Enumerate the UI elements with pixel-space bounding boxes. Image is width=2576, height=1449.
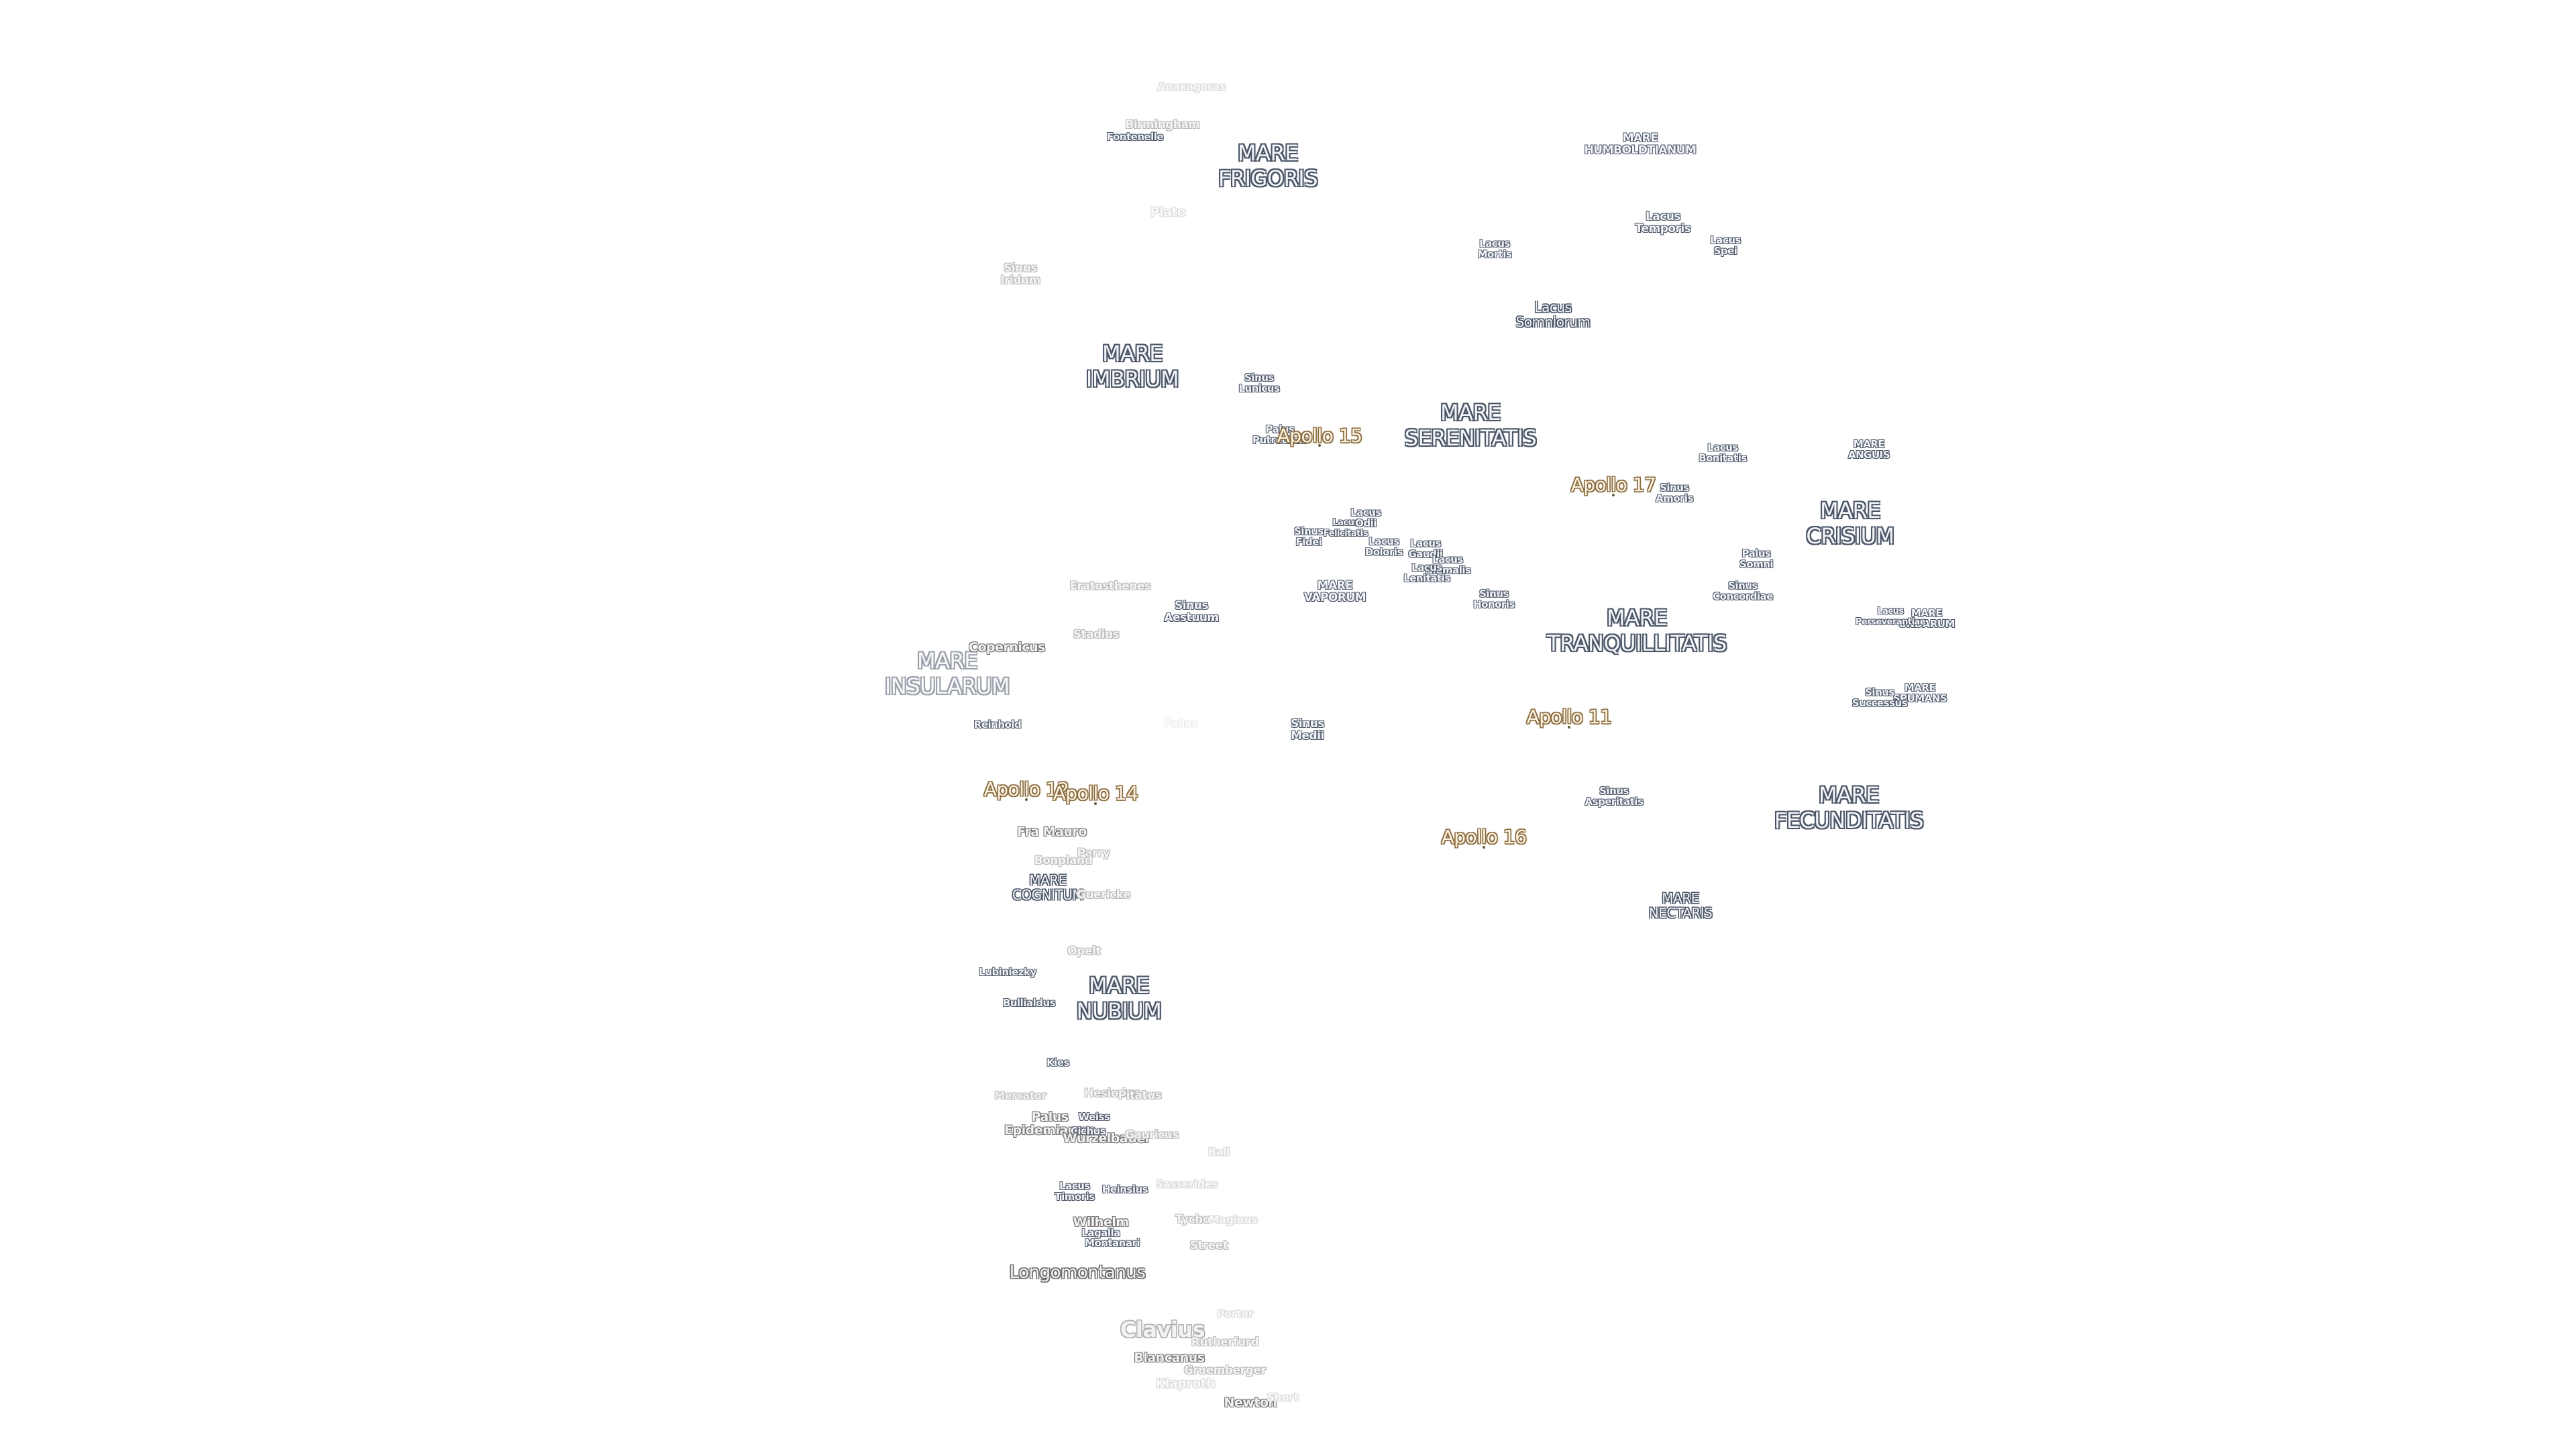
label-crater-klaproth: Klaproth (1155, 1376, 1216, 1391)
label-crater-blancanus: Blancanus (1134, 1350, 1205, 1365)
label-lacus-somniorum: Lacus Somniorum (1515, 299, 1591, 330)
label-apollo-15: Apollo 15 (1277, 425, 1362, 447)
label-crater-maginus: Maginus (1208, 1213, 1258, 1226)
label-crater-bullialdus: Bullialdus (1002, 997, 1056, 1009)
label-crater-weiss: Weiss (1078, 1111, 1110, 1123)
label-crater-clavius: Clavius (1120, 1317, 1205, 1342)
label-lacus-hiemalis: Lacus Hiemalis (1424, 553, 1471, 576)
label-mare-frigoris: MARE FRIGORIS (1218, 140, 1318, 191)
label-lacus-temporis: Lacus Temporis (1635, 210, 1691, 235)
label-lacus-timoris: Lacus Timoris (1055, 1180, 1095, 1203)
label-apollo-12: Apollo 12 (983, 778, 1069, 800)
label-crater-rutherfurd: Rutherfurd (1191, 1336, 1259, 1349)
label-crater-parry: Parry (1077, 847, 1110, 860)
label-crater-birmingham: Birmingham (1125, 118, 1200, 131)
label-crater-tycho: Tycho (1175, 1213, 1211, 1226)
label-crater-cichus: Cichus (1070, 1125, 1106, 1137)
label-crater-wilhelm: Wilhelm (1073, 1215, 1129, 1230)
label-mare-imbrium: MARE IMBRIUM (1085, 341, 1179, 392)
label-palus-putredinis: Palus Putredinis (1252, 423, 1308, 446)
label-lacus-odii: Lacus Odii (1350, 506, 1381, 529)
label-apollo-16: Apollo 16 (1441, 826, 1527, 848)
apollo-17-site-marker (1612, 494, 1615, 496)
label-crater-mercator: Mercator (994, 1089, 1046, 1102)
label-mare-nubium: MARE NUBIUM (1076, 973, 1162, 1024)
label-mare-fecunditatis: MARE FECUNDITATIS (1774, 782, 1924, 833)
label-palus-somni: Palus Somni (1739, 547, 1774, 570)
label-lacus-mortis: Lacus Mortis (1477, 237, 1512, 260)
label-sinus-asperitatis: Sinus Asperitatis (1585, 785, 1644, 808)
label-crater-gauricus: Gauricus (1124, 1128, 1179, 1142)
label-lacus-spei: Lacus Spei (1710, 234, 1741, 257)
label-sinus-successus: Sinus Successus (1851, 686, 1908, 709)
label-apollo-17: Apollo 17 (1570, 474, 1656, 496)
label-lacus-felicitatis: Lacus Felicitatis (1323, 518, 1368, 539)
label-crater-guericke: Guericke (1076, 888, 1131, 902)
label-sinus-concordiae: Sinus Concordiae (1713, 580, 1773, 602)
label-mare-cognitum: MARE COGNITUM (1012, 872, 1084, 903)
label-sinus-fidei: Sinus Fidei (1294, 525, 1324, 548)
label-mare-anguis: MARE ANGUIS (1847, 438, 1890, 461)
label-crater-pitatus: Pitatus (1118, 1089, 1162, 1102)
apollo-15-site-marker (1318, 444, 1321, 447)
label-lacus-bonitatis: Lacus Bonitatis (1699, 441, 1747, 464)
label-crater-lubiniezky: Lubiniezky (979, 966, 1036, 978)
label-mare-spumans: MARE SPUMANS (1892, 682, 1947, 704)
label-mare-serenitatis: MARE SERENITATIS (1404, 400, 1537, 451)
label-sinus-honoris: Sinus Honoris (1473, 588, 1515, 610)
label-crater-bonpland: Bonpland (1034, 854, 1093, 867)
apollo-14-site-marker (1094, 802, 1097, 805)
label-apollo-11: Apollo 11 (1526, 706, 1612, 728)
label-crater-copernicus: Copernicus (969, 640, 1046, 655)
label-crater-kies: Kies (1046, 1057, 1069, 1069)
label-mare-insularum: MARE INSULARUM (884, 648, 1010, 699)
label-lacus-lenitatis: Lacus Lenitatis (1403, 561, 1450, 584)
label-mare-tranquillitatis: MARE TRANQUILLITATIS (1547, 605, 1727, 656)
label-crater-wurzelbauer: Wurzelbauer (1063, 1131, 1151, 1146)
label-sinus-lunicus: Sinus Lunicus (1238, 372, 1280, 394)
label-crater-newton: Newton (1224, 1395, 1277, 1410)
label-sinus-medii: Sinus Medii (1291, 717, 1324, 743)
label-mare-humboldtianum: MARE HUMBOLDTIANUM (1584, 131, 1697, 157)
label-sinus-iridum: Sinus Iridum (1000, 262, 1040, 287)
label-crater-anaxagoras: Anaxagoras (1157, 80, 1226, 93)
label-crater-street: Street (1189, 1239, 1228, 1252)
label-crater-reinhold: Reinhold (973, 718, 1022, 731)
label-crater-opelt: Opelt (1067, 945, 1101, 958)
label-sinus-amoris: Sinus Amoris (1655, 482, 1694, 504)
apollo-16-site-marker (1483, 846, 1485, 849)
label-mare-vaporum: MARE VAPORUM (1303, 579, 1366, 604)
label-crater-stadius: Stadius (1073, 628, 1120, 641)
label-crater-lagalla: Lagalla (1081, 1227, 1120, 1239)
label-mare-nectaris: MARE NECTARIS (1648, 890, 1713, 921)
label-lacus-perseverantiae: Lacus Perseverantiae (1855, 606, 1926, 627)
label-lacus-gaudii: Lacus Gaudii (1408, 537, 1443, 560)
label-crater-fra-mauro: Fra Mauro (1017, 824, 1087, 839)
label-apollo-14: Apollo 14 (1053, 782, 1138, 804)
label-crater-eratosthenes: Eratosthenes (1069, 580, 1151, 593)
label-lacus-doloris: Lacus Doloris (1364, 535, 1403, 558)
apollo-12-site-marker (1025, 798, 1028, 801)
label-crater-pallas: Pallas (1163, 716, 1198, 730)
label-crater-fontenelle: Fontenelle (1106, 131, 1164, 143)
label-mare-undarum: MARE UNDARUM (1898, 607, 1955, 630)
label-crater-hesiodus: Hesiodus (1084, 1087, 1140, 1100)
label-crater-sasserides: Sasserides (1155, 1177, 1218, 1191)
apollo-11-site-marker (1568, 726, 1570, 729)
label-crater-short: Short (1267, 1391, 1299, 1404)
label-palus-epidemiarum: Palus Epidemiarum (1004, 1110, 1095, 1138)
label-mare-crisium: MARE CRISIUM (1806, 498, 1894, 549)
label-crater-ball: Ball (1208, 1145, 1230, 1159)
label-crater-heinsius: Heinsius (1102, 1183, 1148, 1195)
label-sinus-aestuum: Sinus Aestuum (1164, 599, 1219, 625)
label-crater-gruemberger: Gruemberger (1183, 1364, 1267, 1377)
label-crater-longomontanus: Longomontanus (1009, 1263, 1146, 1283)
label-crater-montanari: Montanari (1084, 1237, 1140, 1249)
label-crater-porter: Porter (1217, 1307, 1254, 1320)
label-crater-plato: Plato (1150, 205, 1186, 220)
